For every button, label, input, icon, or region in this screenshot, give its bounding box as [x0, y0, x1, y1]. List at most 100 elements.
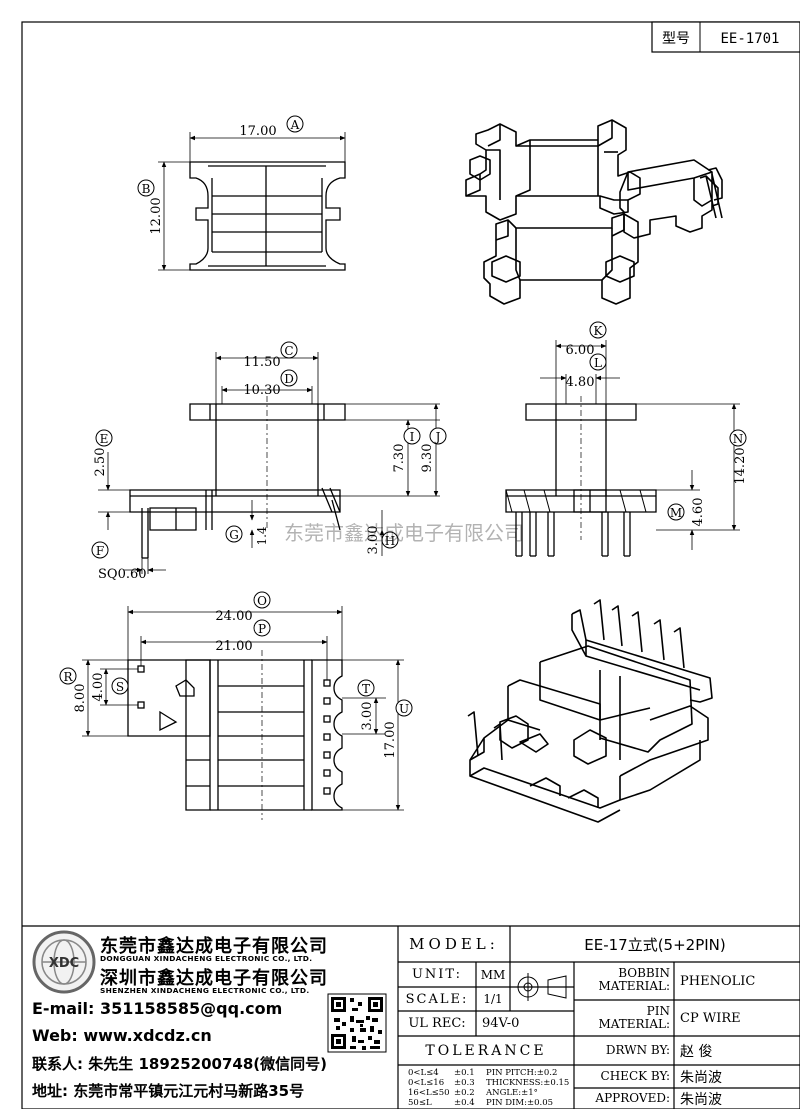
- dim-O-letter: O: [257, 594, 267, 608]
- dim-E-balloon: [95, 429, 113, 447]
- bottom-view: [127, 659, 343, 811]
- qr-code: [327, 993, 387, 1053]
- pin-material-label: PIN MATERIAL:: [598, 1004, 670, 1031]
- company-name-cn-1: 东莞市鑫达成电子有限公司: [100, 936, 328, 957]
- approved-label: APPROVED:: [595, 1091, 670, 1105]
- dim-J-value: 9.30: [420, 444, 435, 473]
- dim-I-balloon: [403, 427, 421, 445]
- dim-O-value: 24.00: [215, 609, 252, 624]
- tolerance-row: 16<L≤50 ±0.2 ANGLE:±1°: [408, 1088, 572, 1098]
- dim-U-letter: U: [399, 702, 409, 716]
- dim-P-value: 21.00: [215, 639, 252, 654]
- dim-M-value: 4.60: [691, 498, 706, 527]
- dim-R-balloon: [59, 667, 77, 685]
- dim-P-balloon: [253, 619, 271, 637]
- dim-G-balloon: [225, 525, 243, 543]
- dim-N-balloon: [729, 429, 747, 447]
- dim-M-balloon: [667, 503, 685, 521]
- iso-view-exploded: [465, 119, 723, 305]
- dim-U-value: 17.00: [383, 721, 398, 758]
- drawn-by-label: DRWN BY:: [605, 1043, 670, 1057]
- model-label: MODEL:: [409, 935, 499, 953]
- dim-S-value: 4.00: [91, 673, 106, 702]
- dim-K-letter: K: [594, 324, 604, 338]
- dim-A-value: 17.00: [239, 124, 276, 139]
- bobbin-material-label: BOBBIN MATERIAL:: [598, 966, 670, 993]
- dim-D-letter: D: [284, 372, 294, 386]
- contact-web[interactable]: Web: www.xdcdz.cn: [32, 1026, 212, 1045]
- dim-C-value: 11.50: [243, 355, 280, 370]
- tolerance-range: 0<L≤4: [408, 1068, 439, 1078]
- dim-D-balloon: [280, 369, 298, 387]
- dim-F-value: SQ0.60: [98, 567, 147, 582]
- type-value: EE-1701: [720, 31, 779, 47]
- dim-U-balloon: [395, 699, 413, 717]
- dim-N-letter: N: [733, 432, 744, 446]
- ulrec-value: 94V-0: [482, 1016, 520, 1031]
- tolerance-row: 0<L≤16 ±0.3 THICKNESS:±0.15: [408, 1078, 572, 1088]
- dim-L-letter: L: [594, 356, 602, 370]
- tolerance-value: ±0.3: [454, 1078, 475, 1088]
- title-block-lines: [22, 925, 800, 1109]
- approved-value: 朱尚波: [680, 1091, 722, 1108]
- company-name-cn-2: 深圳市鑫达成电子有限公司: [100, 968, 328, 989]
- projection-symbol: [512, 973, 567, 1001]
- dim-A-balloon: [286, 115, 304, 133]
- dim-L-value: 4.80: [566, 375, 595, 390]
- watermark: 东莞市鑫达成电子有限公司: [284, 521, 524, 545]
- dim-B-value: 12.00: [149, 197, 164, 234]
- dim-T-balloon: [357, 679, 375, 697]
- dim-E-value: 2.50: [93, 448, 108, 477]
- tolerance-label: TOLERANCE: [425, 1042, 547, 1059]
- dim-I-value: 7.30: [392, 444, 407, 473]
- ulrec-label: UL REC:: [408, 1016, 466, 1031]
- tolerance-item: PIN DIM:±0.05: [486, 1098, 554, 1108]
- scale-value: 1/1: [483, 992, 503, 1006]
- unit-label: UNIT:: [411, 967, 463, 982]
- top-view: [189, 161, 346, 271]
- front-view: [129, 403, 346, 559]
- tolerance-range: 50≤L: [408, 1098, 432, 1108]
- company-name-en-2: SHENZHEN XINDACHENG ELECTRONIC CO., LTD.: [100, 986, 310, 995]
- model-value: EE-17立式(5+2PIN): [584, 935, 726, 954]
- tolerance-value: ±0.4: [454, 1098, 475, 1108]
- dim-D-value: 10.30: [243, 383, 280, 398]
- dim-O-balloon: [253, 591, 271, 609]
- bobbin-material-value: PHENOLIC: [680, 973, 756, 989]
- iso-view-assembled: [467, 599, 713, 823]
- dim-S-letter: S: [116, 680, 124, 694]
- tolerance-item: THICKNESS:±0.15: [486, 1078, 570, 1088]
- tolerance-row: 50≤L ±0.4 PIN DIM:±0.05: [408, 1098, 572, 1108]
- tolerance-item: PIN PITCH:±0.2: [486, 1068, 558, 1078]
- drawn-by-value: 赵 俊: [680, 1043, 713, 1060]
- logo-text: XDC: [49, 956, 79, 971]
- tolerance-value: ±0.1: [454, 1068, 475, 1078]
- dim-J-balloon: [429, 427, 447, 445]
- contact-person: 联系人: 朱先生 18925200748(微信同号): [32, 1055, 327, 1073]
- dim-R-value: 8.00: [73, 684, 88, 713]
- tolerance-table: 0<L≤4 ±0.1 PIN PITCH:±0.2 0<L≤16 ±0.3 TH…: [408, 1068, 572, 1108]
- dim-K-value: 6.00: [566, 343, 595, 358]
- dim-T-value: 3.00: [360, 702, 375, 731]
- dim-B-letter: B: [142, 182, 151, 196]
- check-by-label: CHECK BY:: [600, 1069, 670, 1083]
- dim-G-value: 1.4: [255, 526, 269, 545]
- contact-address: 地址: 东莞市常平镇元江元村马新路35号: [32, 1082, 305, 1100]
- dim-R-letter: R: [63, 670, 73, 684]
- dim-E-letter: E: [100, 432, 109, 446]
- dim-T-letter: T: [362, 682, 370, 696]
- dim-H-balloon: [381, 531, 399, 549]
- tolerance-item: ANGLE:±1°: [486, 1088, 538, 1098]
- tolerance-row: 0<L≤4 ±0.1 PIN PITCH:±0.2: [408, 1068, 572, 1078]
- dim-M-letter: M: [670, 506, 682, 520]
- dim-C-letter: C: [284, 344, 293, 358]
- dim-H-value: 3.00: [366, 526, 381, 555]
- dim-H-letter: H: [385, 534, 395, 548]
- contact-email[interactable]: E-mail: 351158585@qq.com: [32, 999, 283, 1018]
- tolerance-range: 0<L≤16: [408, 1078, 445, 1088]
- unit-value: MM: [480, 967, 506, 982]
- company-name-en-1: DONGGUAN XINDACHENG ELECTRONIC CO., LTD.: [100, 954, 313, 963]
- pin-material-value: CP WIRE: [680, 1010, 741, 1026]
